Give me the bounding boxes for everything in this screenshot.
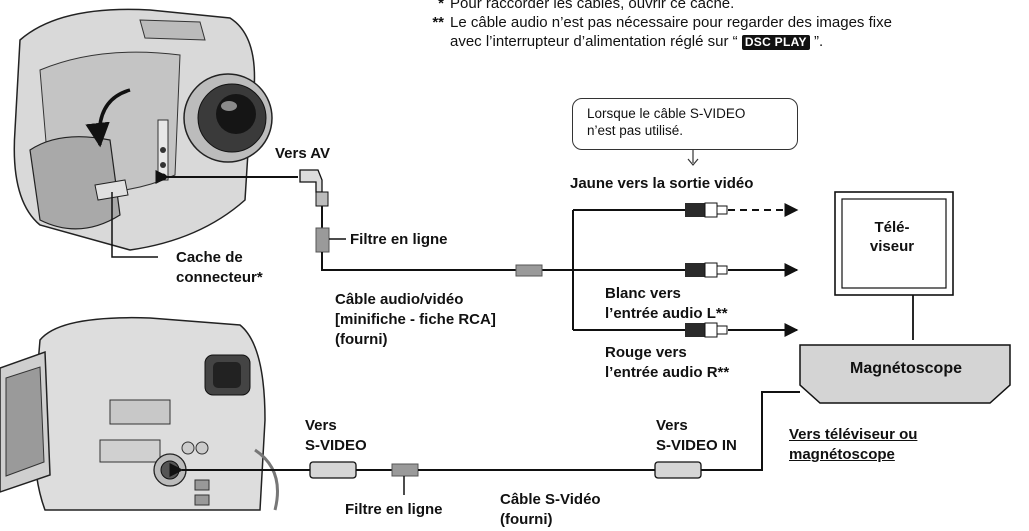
note-1-text: Pour raccorder les câbles, ouvrir ce cac… [450, 0, 735, 12]
callout-line-1: Lorsque le câble S-VIDEO [587, 106, 746, 121]
label-filtre-bottom: Filtre en ligne [345, 501, 443, 518]
dsc-play-badge: DSC PLAY [741, 35, 810, 50]
note-2-text-2: avec l’interrupteur d’alimentation réglé… [450, 33, 738, 50]
label-rouge-line-2: l’entrée audio R** [605, 364, 730, 381]
label-vers-svideo-in-line-1: Vers [656, 417, 688, 434]
camcorder-bottom-illustration [0, 316, 279, 511]
label-blanc-line-2: l’entrée audio L** [605, 305, 728, 322]
label-cable-av-line-2: [minifiche - fiche RCA] [335, 311, 496, 328]
label-cache-line-1: Cache de [176, 249, 243, 266]
note-2-mark: ** [432, 14, 444, 31]
label-vers-svideo-line-2: S-VIDEO [305, 437, 367, 454]
note-2-text-3: ”. [813, 33, 824, 50]
label-vers-svideo-line-1: Vers [305, 417, 337, 434]
note-2-text-1: Le câble audio n’est pas nécessaire pour… [450, 14, 892, 31]
label-vers-av: Vers AV [275, 145, 331, 162]
label-tv-line-1: Télé- [874, 219, 910, 236]
label-cable-av-line-3: (fourni) [335, 331, 388, 348]
label-tv: Télé- viseur [848, 218, 936, 256]
label-rouge-line-1: Rouge vers [605, 344, 687, 361]
camcorder-top-illustration [13, 8, 273, 251]
label-cache-line-2: connecteur* [176, 269, 263, 286]
callout-line-2: n’est pas utilisé. [587, 123, 684, 138]
label-cable-svideo-line-1: Câble S-Vidéo [500, 491, 601, 508]
note-2-line-2: avec l’interrupteur d’alimentation réglé… [414, 32, 823, 51]
label-filtre-top: Filtre en ligne [350, 231, 448, 248]
rca-plugs [685, 202, 799, 338]
label-vers-svideo-in-line-2: S-VIDEO IN [656, 437, 737, 454]
label-vers-tv-line-1: Vers téléviseur ou [789, 426, 918, 443]
label-cable-svideo-line-2: (fourni) [500, 511, 553, 528]
label-jaune: Jaune vers la sortie vidéo [570, 175, 754, 192]
label-vers-tv-line-2: magnétoscope [789, 446, 895, 463]
label-cable-av-line-1: Câble audio/vidéo [335, 291, 464, 308]
tv-illustration [834, 191, 954, 340]
svideo-cable [169, 391, 800, 495]
label-vcr: Magnétoscope [849, 360, 962, 377]
av-cable [155, 169, 685, 331]
vcr-illustration [799, 344, 1011, 404]
note-1: * Pour raccorder les câbles, ouvrir ce ca… [414, 0, 734, 13]
label-tv-line-2: viseur [869, 238, 915, 255]
cache-leader [111, 192, 158, 258]
note-1-mark: * [438, 0, 444, 12]
label-blanc-line-1: Blanc vers [605, 285, 681, 302]
note-2-line-1: ** Le câble audio n’est pas nécessaire po… [414, 13, 892, 32]
callout-box: Lorsque le câble S-VIDEO n’est pas utili… [572, 98, 798, 150]
